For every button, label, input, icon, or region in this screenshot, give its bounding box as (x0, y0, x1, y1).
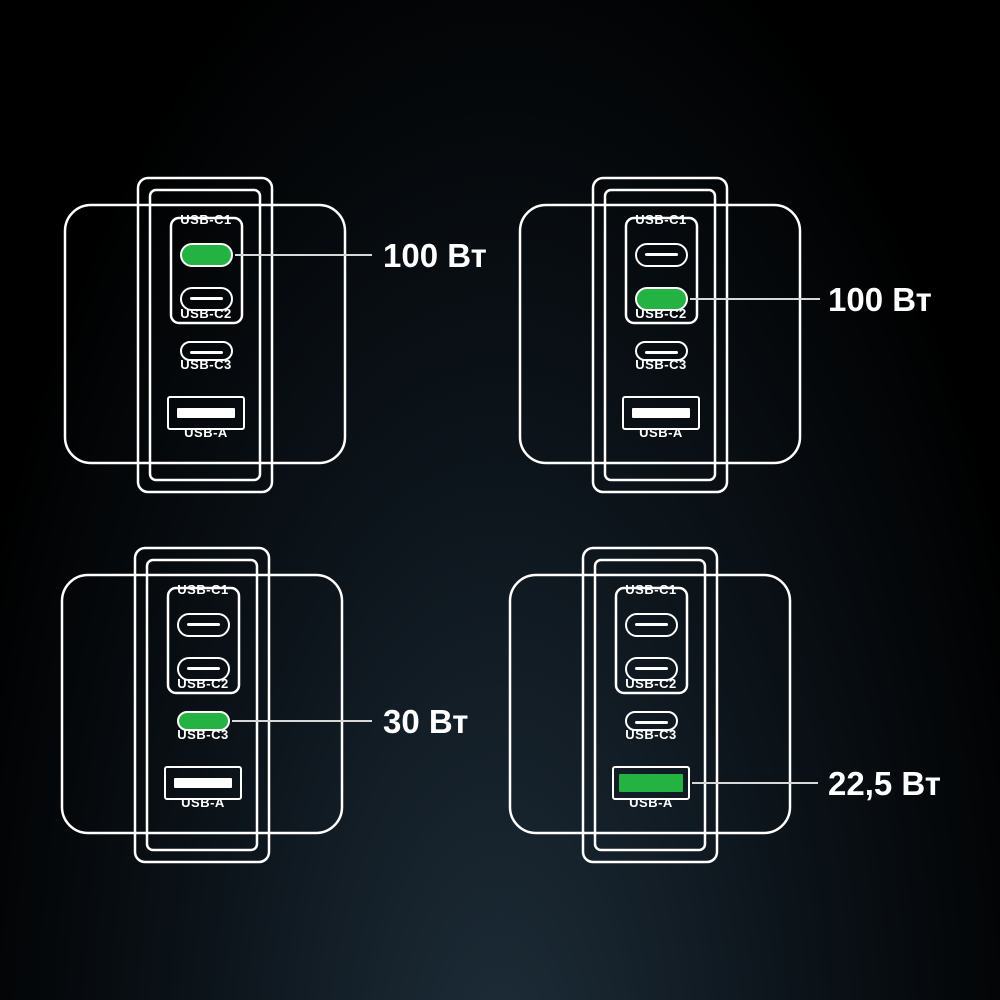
port-slot (190, 351, 223, 354)
port-label-a: USB-A (629, 795, 673, 810)
usb-c1-port-active (180, 243, 233, 267)
usb-a-port (622, 396, 700, 430)
power-output-label: 30 Вт (383, 703, 469, 740)
port-slot (187, 667, 220, 670)
port-slot (632, 408, 690, 418)
port-slot (635, 667, 668, 670)
charger-body (63, 203, 347, 465)
port-label-a: USB-A (639, 425, 683, 440)
port-label-a: USB-A (184, 425, 228, 440)
charger-outline (63, 176, 347, 494)
port-slot (190, 297, 223, 300)
charger-face-outer (581, 546, 719, 864)
usb-c3-port (635, 341, 688, 361)
charger-face-inner (145, 558, 259, 852)
usb-c3-port-active (177, 711, 230, 731)
port-slot (635, 623, 668, 626)
charger-face-inner (593, 558, 707, 852)
usb-a-port-active (612, 766, 690, 800)
usb-c2-port-active (635, 287, 688, 311)
usb-a-port (167, 396, 245, 430)
port-label-c1: USB-C1 (625, 582, 677, 597)
leader-line (232, 720, 372, 722)
port-slot (645, 351, 678, 354)
charger-face-outer (136, 176, 274, 494)
port-label-c1: USB-C1 (635, 212, 687, 227)
usb-c3-port (180, 341, 233, 361)
charger-body (508, 573, 792, 835)
port-label-c2: USB-C2 (635, 306, 687, 321)
power-output-label: 100 Вт (828, 281, 932, 318)
usb-c-group-bracket (614, 586, 689, 695)
charger-outline (60, 546, 344, 864)
port-label-c1: USB-C1 (177, 582, 229, 597)
port-slot (635, 721, 668, 724)
charger-face-inner (148, 188, 262, 482)
charger-body (518, 203, 802, 465)
usb-c2-port (177, 657, 230, 681)
charger-body (60, 573, 344, 835)
usb-c1-port (635, 243, 688, 267)
port-label-c2: USB-C2 (180, 306, 232, 321)
port-label-c2: USB-C2 (625, 676, 677, 691)
usb-c1-port (625, 613, 678, 637)
charger-face-inner (603, 188, 717, 482)
port-label-a: USB-A (181, 795, 225, 810)
leader-line (235, 254, 372, 256)
usb-c2-port (625, 657, 678, 681)
port-slot (645, 253, 678, 256)
charger-face-outer (591, 176, 729, 494)
port-label-c3: USB-C3 (177, 727, 229, 742)
usb-c-group-bracket (169, 216, 244, 325)
port-label-c2: USB-C2 (177, 676, 229, 691)
charger-outline (518, 176, 802, 494)
usb-c-group-bracket (624, 216, 699, 325)
usb-a-port (164, 766, 242, 800)
usb-c3-port (625, 711, 678, 731)
usb-c1-port (177, 613, 230, 637)
leader-line (690, 298, 820, 300)
port-slot (177, 408, 235, 418)
port-slot (174, 778, 232, 788)
port-slot (187, 623, 220, 626)
port-label-c3: USB-C3 (635, 357, 687, 372)
port-label-c1: USB-C1 (180, 212, 232, 227)
charger-face-outer (133, 546, 271, 864)
port-label-c3: USB-C3 (625, 727, 677, 742)
usb-c2-port (180, 287, 233, 311)
port-label-c3: USB-C3 (180, 357, 232, 372)
power-output-label: 100 Вт (383, 237, 487, 274)
leader-line (692, 782, 818, 784)
charger-outline (508, 546, 792, 864)
power-output-label: 22,5 Вт (828, 765, 941, 802)
port-slot (619, 774, 683, 792)
usb-c-group-bracket (166, 586, 241, 695)
